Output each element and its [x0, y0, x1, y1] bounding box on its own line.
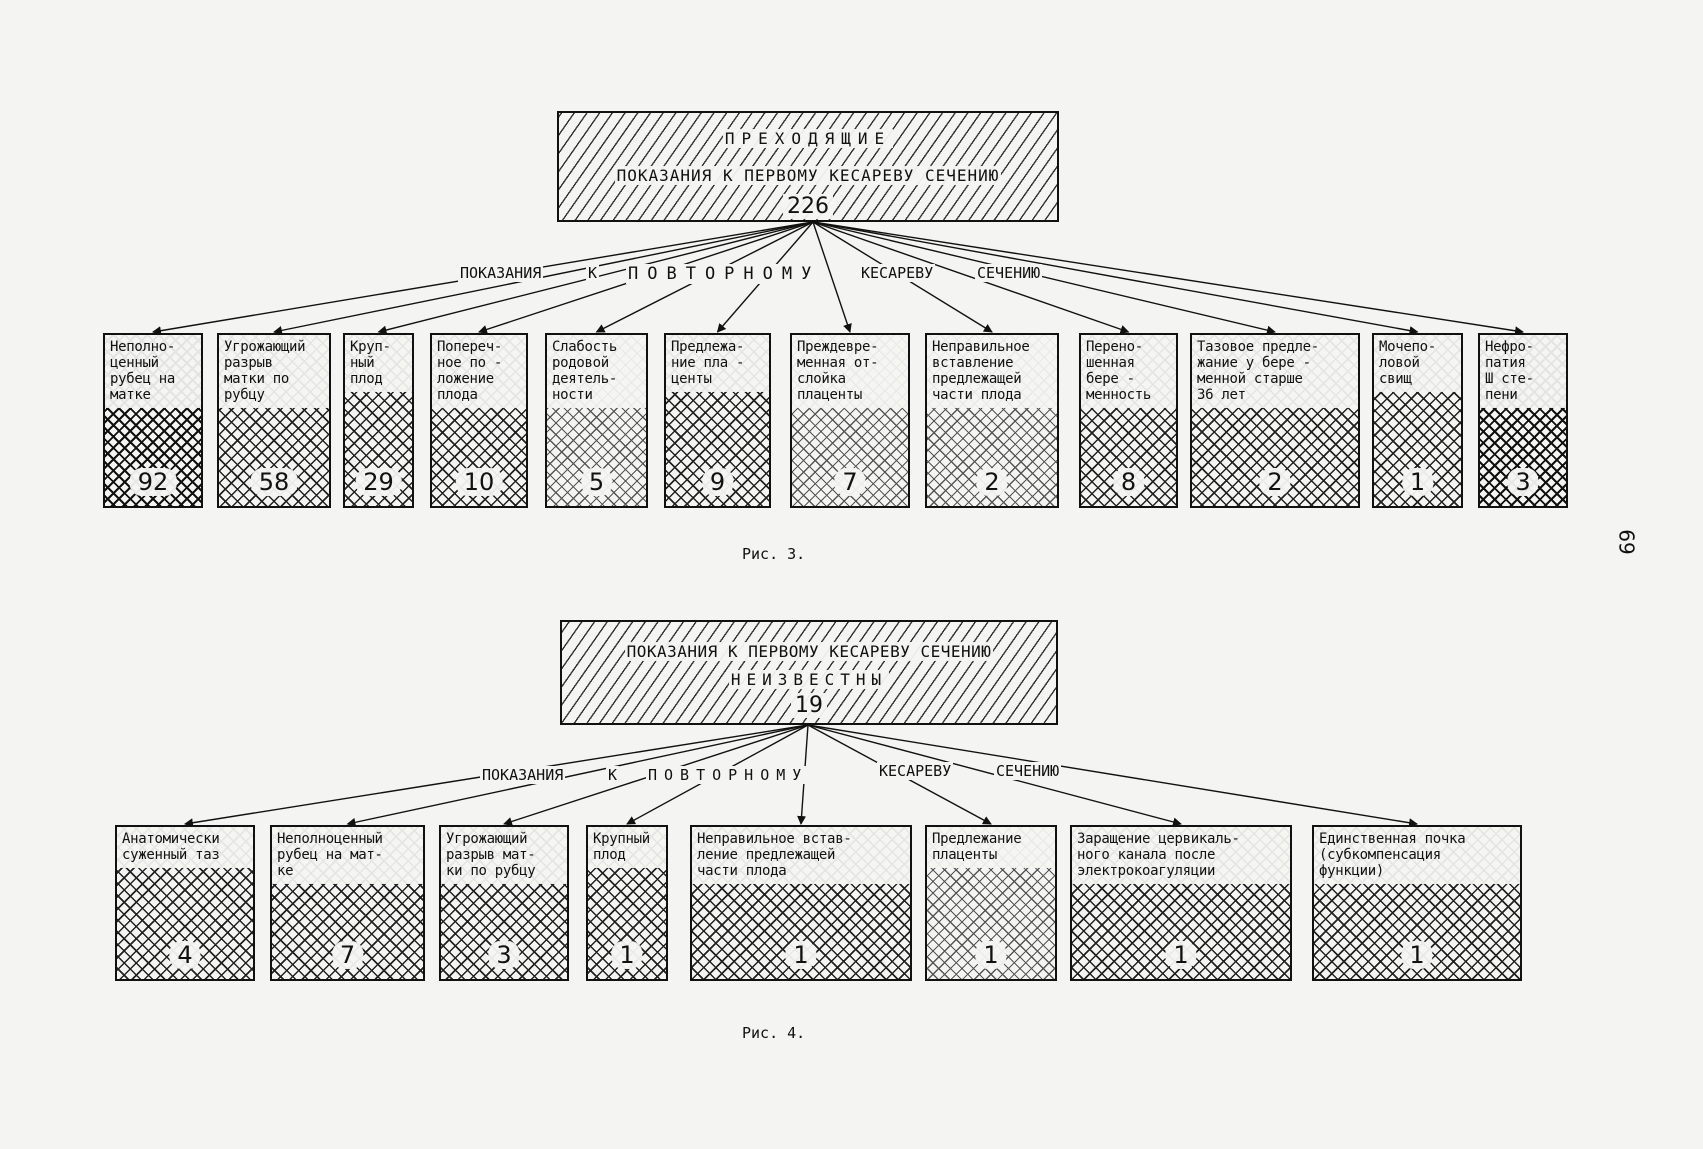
fig3-box-label: Слабость родовой деятель- ности — [547, 335, 646, 408]
fig3-box-label: Попереч- ное по - ложение плода — [432, 335, 526, 408]
fig3-box: Попереч- ное по - ложение плода 10 — [430, 333, 528, 508]
fig3-box: Нефро- патия Ш сте- пени 3 — [1478, 333, 1568, 508]
fig3-subtitle-word: К — [586, 264, 600, 282]
fig4-box-count: 1 — [1401, 941, 1433, 969]
connector-arrow — [812, 221, 1419, 335]
fig4-box-label: Анатомически суженный таз — [117, 827, 253, 868]
fig3-box: Слабость родовой деятель- ности 5 — [545, 333, 648, 508]
fig3-box-count: 58 — [250, 468, 298, 496]
fig3-box-label: Преждевре- менная от- слойка плаценты — [792, 335, 908, 408]
fig3-box-count: 2 — [976, 468, 1008, 496]
fig4-subtitle-word: ПОКАЗАНИЯ — [480, 766, 566, 784]
fig4-box-label: Заращение цервикаль- ного канала после э… — [1072, 827, 1290, 884]
fig4-box: Неполноценный рубец на мат- ке 7 — [270, 825, 425, 981]
connector-arrow — [346, 724, 809, 827]
fig4-subtitle-word: ПОВТОРНОМУ — [646, 766, 811, 784]
connector-arrow — [807, 724, 1418, 828]
fig3-box-count: 9 — [701, 468, 734, 496]
fig4-root-line1: ПОКАЗАНИЯ К ПЕРВОМУ КЕСАРЕВУ СЕЧЕНИЮ — [624, 642, 994, 661]
fig4-box: Угрожающий разрыв мат- ки по рубцу 3 — [439, 825, 569, 981]
fig4-box: Неправильное встав- ление предлежащей ча… — [690, 825, 912, 981]
fig3-box: Мочепо- ловой свищ 1 — [1372, 333, 1463, 508]
fig3-box: Перено- шенная бере - менность 8 — [1079, 333, 1178, 508]
fig4-box: Предлежание плаценты 1 — [925, 825, 1057, 981]
connector-arrow — [812, 221, 1524, 336]
fig4-caption: Рис. 4. — [742, 1024, 806, 1042]
fig4-box-count: 4 — [169, 941, 201, 969]
fig3-box-label: Круп- ный плод — [345, 335, 412, 392]
fig4-box-count: 1 — [785, 941, 817, 969]
fig3-box-count: 2 — [1259, 468, 1291, 496]
fig3-box-count: 92 — [129, 468, 177, 496]
fig4-box-label: Предлежание плаценты — [927, 827, 1055, 868]
fig3-root-line2: ПОКАЗАНИЯ К ПЕРВОМУ КЕСАРЕВУ СЕЧЕНИЮ — [614, 166, 1002, 185]
fig3-box-label: Мочепо- ловой свищ — [1374, 335, 1461, 392]
fig3-box-label: Неправильное вставление предлежащей част… — [927, 335, 1057, 408]
fig3-box-count: 1 — [1401, 468, 1434, 496]
fig3-box-count: 8 — [1112, 468, 1145, 496]
fig4-box-count: 1 — [611, 941, 643, 969]
fig4-box: Заращение цервикаль- ного канала после э… — [1070, 825, 1292, 981]
fig3-subtitle-word: КЕСАРЕВУ — [859, 264, 936, 282]
fig4-subtitle-word: К — [606, 766, 620, 784]
fig3-box-count: 29 — [355, 468, 402, 496]
fig4-box-count: 1 — [975, 941, 1007, 969]
fig4-box-label: Неполноценный рубец на мат- ке — [272, 827, 423, 884]
fig3-box-count: 3 — [1507, 468, 1539, 496]
fig3-box: Неправильное вставление предлежащей част… — [925, 333, 1059, 508]
fig3-subtitle-word: ПОВТОРНОМУ — [626, 264, 823, 284]
fig4-root-count: 19 — [791, 693, 827, 718]
fig4-box: Единственная почка (субкомпенсация функц… — [1312, 825, 1522, 981]
fig3-caption: Рис. 3. — [742, 545, 806, 563]
connector-arrow — [812, 221, 1276, 335]
fig4-box-count: 1 — [1165, 941, 1197, 969]
fig4-subtitle-word: КЕСАРЕВУ — [877, 762, 954, 780]
fig4-box-label: Крупный плод — [588, 827, 666, 868]
fig3-box: Тазовое предле- жание у бере - менной ст… — [1190, 333, 1360, 508]
fig4-box: Анатомически суженный таз 4 — [115, 825, 255, 981]
fig3-box: Предлежа- ние пла - центы 9 — [664, 333, 771, 508]
page-number-text: 69 — [1614, 529, 1639, 555]
fig4-box-count: 7 — [331, 941, 364, 969]
fig3-arrows — [152, 221, 1524, 336]
connector-arrow — [273, 221, 814, 335]
fig4-box-count: 3 — [488, 941, 520, 969]
fig4-box-label: Угрожающий разрыв мат- ки по рубцу — [441, 827, 567, 884]
fig3-box-label: Неполно- ценный рубец на матке — [105, 335, 201, 408]
fig3-root-box: ПРЕХОДЯЩИЕ ПОКАЗАНИЯ К ПЕРВОМУ КЕСАРЕВУ … — [557, 111, 1059, 222]
fig3-box-count: 7 — [834, 468, 866, 496]
fig3-box: Неполно- ценный рубец на матке 92 — [103, 333, 203, 508]
fig3-subtitle-word: ПОКАЗАНИЯ — [458, 264, 544, 282]
fig4-box: Крупный плод 1 — [586, 825, 668, 981]
fig3-subtitle-word: СЕЧЕНИЮ — [975, 264, 1043, 282]
fig3-box: Преждевре- менная от- слойка плаценты 7 — [790, 333, 910, 508]
fig3-box-label: Нефро- патия Ш сте- пени — [1480, 335, 1566, 408]
page-number: 69 — [1615, 498, 1658, 592]
fig3-box-label: Угрожающий разрыв матки по рубцу — [219, 335, 329, 408]
fig3-box-count: 10 — [455, 468, 503, 496]
fig4-root-line2: НЕИЗВЕСТНЫ — [728, 670, 890, 689]
fig4-box-label: Неправильное встав- ление предлежащей ча… — [692, 827, 910, 884]
fig3-box-label: Тазовое предле- жание у бере - менной ст… — [1192, 335, 1358, 408]
fig3-box-label: Предлежа- ние пла - центы — [666, 335, 769, 392]
fig3-box-label: Перено- шенная бере - менность — [1081, 335, 1176, 408]
fig3-box-count: 5 — [580, 468, 613, 496]
connector-arrow — [812, 221, 1130, 334]
connector-arrow — [812, 221, 852, 333]
fig3-root-line1: ПРЕХОДЯЩИЕ — [722, 129, 894, 148]
fig3-root-count: 226 — [783, 194, 833, 219]
fig4-root-box: ПОКАЗАНИЯ К ПЕРВОМУ КЕСАРЕВУ СЕЧЕНИЮ НЕИ… — [560, 620, 1058, 725]
fig3-box: Круп- ный плод 29 — [343, 333, 414, 508]
fig3-box: Угрожающий разрыв матки по рубцу 58 — [217, 333, 331, 508]
fig4-subtitle-word: СЕЧЕНИЮ — [994, 762, 1062, 780]
fig4-box-label: Единственная почка (субкомпенсация функц… — [1314, 827, 1520, 884]
